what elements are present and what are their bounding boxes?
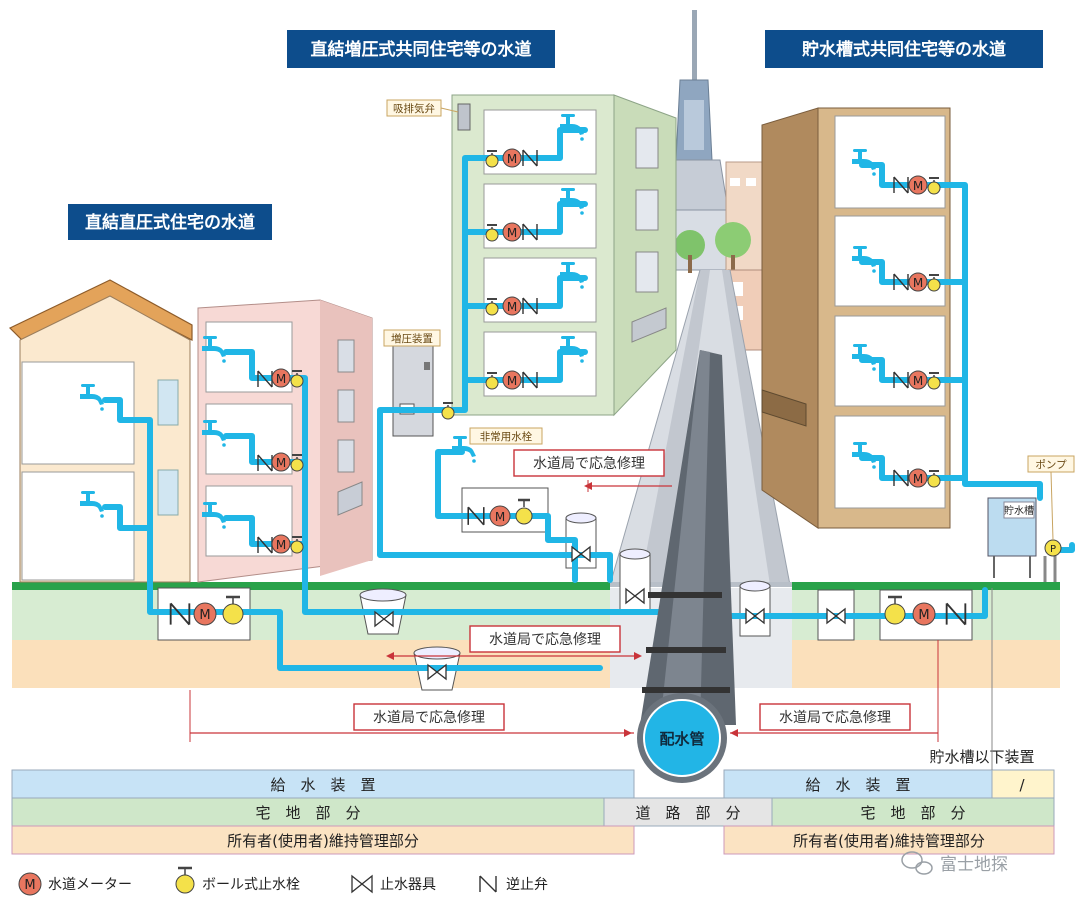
check-valve-icon (479, 875, 497, 893)
legend-ball-valve: ボール式止水栓 (175, 866, 300, 894)
pink-apartment (197, 299, 373, 583)
legend-stop-device: 止水器具 (351, 874, 436, 894)
ball-valve-icon (222, 595, 244, 625)
pipe-fittings: M M M (169, 148, 1062, 680)
legend-check-valve: 逆止弁 (479, 875, 548, 893)
main-pipe-label: 配水管 (659, 730, 704, 748)
svg-text:水道局で応急修理: 水道局で応急修理 (533, 456, 645, 472)
watermark: 富士地探 (901, 851, 1008, 875)
main-pipe: 配水管 (637, 350, 736, 783)
water-meter-icon (271, 368, 291, 388)
stop-device-icon (351, 874, 373, 894)
title-direct-text: 直結直圧式住宅の水道 (85, 212, 255, 233)
svg-text:水道局で応急修理: 水道局で応急修理 (779, 710, 891, 726)
green-apartment (451, 94, 677, 417)
ball-valve-icon (175, 866, 195, 894)
water-meter-icon (502, 296, 522, 316)
repair-annotation-c: 水道局で応急修理 (189, 690, 634, 742)
water-meter-icon: M (193, 602, 217, 626)
water-meter-icon: M (912, 602, 936, 626)
svg-text:ボール式止水栓: ボール式止水栓 (202, 877, 300, 893)
svg-text:逆止弁: 逆止弁 (506, 877, 548, 893)
band-owner-left: 所有者(使用者)維持管理部分 (227, 832, 419, 850)
legend-water-meter: M 水道メーター (18, 872, 132, 896)
detached-house (8, 279, 193, 583)
water-tank-label: 貯水槽 (1004, 504, 1034, 517)
water-meter-icon (908, 370, 928, 390)
svg-text:水道局で応急修理: 水道局で応急修理 (373, 710, 485, 726)
band-residential-right: 宅 地 部 分 (860, 804, 965, 822)
water-meter-icon (18, 872, 42, 896)
title-booster-text: 直結増圧式共同住宅等の水道 (311, 39, 532, 60)
bands: 給 水 装 置 給 水 装 置 / 貯水槽以下装置 宅 地 部 分 道 路 部 … (11, 588, 1055, 855)
water-tank: 貯水槽 (987, 497, 1057, 582)
ball-valve-icon (515, 498, 533, 525)
wechat-icon (901, 851, 933, 875)
svg-text:止水器具: 止水器具 (380, 877, 436, 893)
band-supply-left: 給 水 装 置 (270, 776, 375, 794)
svg-text:M: M (495, 510, 505, 524)
svg-text:吸排気弁: 吸排気弁 (393, 102, 435, 115)
tank-apartment-building (761, 107, 951, 529)
band-residential-left: 宅 地 部 分 (255, 804, 360, 822)
svg-text:水道メーター: 水道メーター (48, 877, 132, 893)
label-pump: ポンプ (1027, 455, 1075, 541)
water-meter-icon (502, 222, 522, 242)
title-direct: 直結直圧式住宅の水道 (68, 204, 272, 240)
label-emergency-hydrant: 非常用水栓 (469, 427, 543, 445)
band-supply-right: 給 水 装 置 (805, 776, 910, 794)
title-booster: 直結増圧式共同住宅等の水道 (287, 30, 555, 68)
svg-text:ポンプ: ポンプ (1035, 459, 1067, 471)
water-meter-icon (502, 370, 522, 390)
label-air-valve: 吸排気弁 (386, 99, 459, 117)
water-meter-icon (908, 468, 928, 488)
water-meter-icon (271, 452, 291, 472)
water-meter-icon (502, 148, 522, 168)
svg-text:M: M (24, 878, 35, 893)
ball-valve-icon (884, 595, 906, 625)
water-meter-icon (908, 272, 928, 292)
pump-icon: P (1044, 539, 1062, 557)
water-meter-icon (908, 175, 928, 195)
svg-text:増圧装置: 増圧装置 (391, 332, 433, 345)
water-meter-icon: M (489, 505, 511, 527)
title-tank-text: 貯水槽式共同住宅等の水道 (802, 39, 1006, 60)
band-tank-below: 貯水槽以下装置 (929, 748, 1034, 766)
svg-text:水道局で応急修理: 水道局で応急修理 (489, 632, 601, 648)
repair-annotation-b: 水道局で応急修理 (386, 625, 642, 660)
legend: M 水道メーター ボール式止水栓 止水器具 逆止弁 (18, 866, 548, 896)
repair-annotation-d: 水道局で応急修理 (730, 640, 939, 742)
svg-text:非常用水栓: 非常用水栓 (480, 430, 533, 443)
background-city (663, 10, 767, 351)
band-tank-slash: / (1019, 776, 1025, 794)
repair-annotation-a: 水道局で応急修理 (513, 449, 672, 492)
label-booster-device: 増圧装置 (383, 329, 441, 347)
svg-text:P: P (1050, 544, 1056, 555)
water-meter-icon (271, 534, 291, 554)
band-road: 道 路 部 分 (635, 804, 740, 822)
band-owner-right: 所有者(使用者)維持管理部分 (793, 832, 985, 850)
booster-device (392, 345, 434, 437)
svg-text:M: M (199, 608, 210, 623)
svg-text:富士地探: 富士地探 (940, 855, 1008, 875)
svg-text:M: M (918, 608, 929, 623)
title-tank: 貯水槽式共同住宅等の水道 (765, 30, 1043, 68)
